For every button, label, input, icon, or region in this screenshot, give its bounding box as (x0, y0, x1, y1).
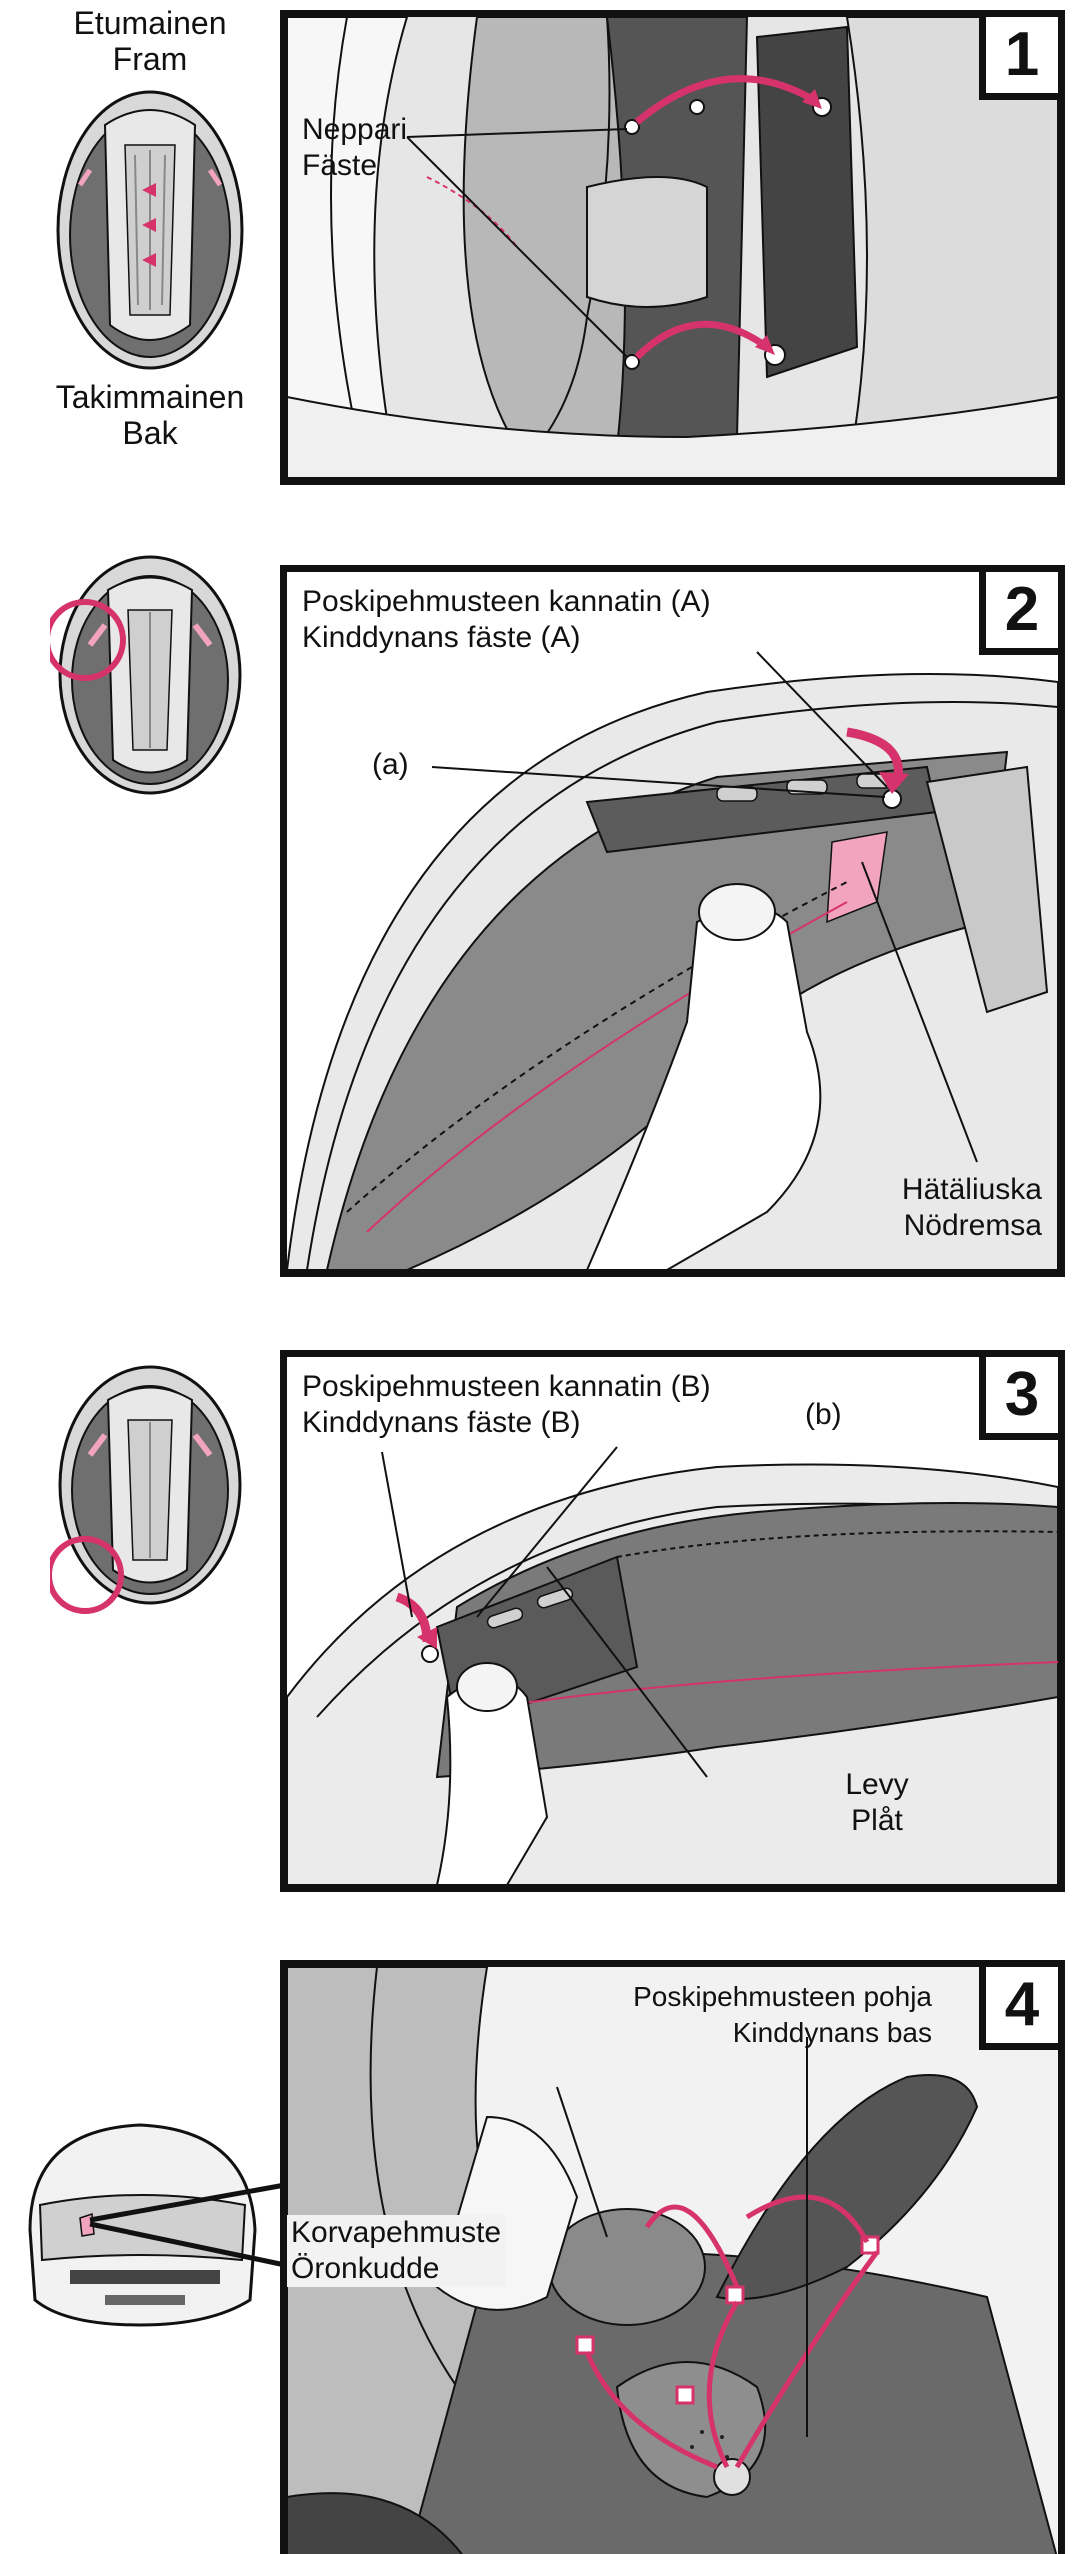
step-1-snap-label: Neppari Fäste (302, 112, 407, 184)
step-2-panel: Poskipehmusteen kannatin (A) Kinddynans … (280, 565, 1065, 1277)
step-2-holder-label-fi: Poskipehmusteen kannatin (A) (302, 584, 711, 620)
step-3-point-label: (b) (805, 1397, 842, 1433)
step-2-point-label: (a) (372, 747, 409, 783)
front-label-fi: Etumainen (30, 6, 270, 42)
step-2-number: 2 (979, 565, 1065, 655)
step-1-illustration (287, 17, 1058, 478)
step-1-snap-label-fi: Neppari (302, 112, 407, 148)
step-2-tab-label-fi: Hätäliuska (847, 1172, 1042, 1208)
step-2-illustration (287, 572, 1058, 1270)
front-label: Etumainen Fram (30, 6, 270, 78)
step-3-number: 3 (979, 1350, 1065, 1440)
step-3-holder-label-fi: Poskipehmusteen kannatin (B) (302, 1369, 711, 1405)
step-4-base-label: Poskipehmusteen pohja Kinddynans bas (487, 1979, 932, 2051)
step-4-ear-label-fi: Korvapehmuste (291, 2215, 501, 2251)
step-3-plate-label-fi: Levy (807, 1767, 947, 1803)
rear-label-fi: Takimmainen (30, 380, 270, 416)
step-3-holder-label-sv: Kinddynans fäste (B) (302, 1405, 711, 1441)
step-1-panel: Neppari Fäste 1 (280, 10, 1065, 485)
panel4-callout-lines (80, 2180, 300, 2270)
step-1-number: 1 (979, 10, 1065, 100)
step-2-holder-label: Poskipehmusteen kannatin (A) Kinddynans … (302, 584, 711, 656)
helmet-interior-thumbnail-1 (50, 85, 250, 375)
step-3-plate-label: Levy Plåt (807, 1767, 947, 1839)
front-label-sv: Fram (30, 42, 270, 78)
step-4-number: 4 (979, 1960, 1065, 2050)
step-3-plate-label-sv: Plåt (807, 1803, 947, 1839)
step-2-tab-label-sv: Nödremsa (847, 1208, 1042, 1244)
step-4-base-label-sv: Kinddynans bas (487, 2015, 932, 2051)
step-3-holder-label: Poskipehmusteen kannatin (B) Kinddynans … (302, 1369, 711, 1441)
rear-label-sv: Bak (30, 416, 270, 452)
step-4-base-label-fi: Poskipehmusteen pohja (487, 1979, 932, 2015)
helmet-interior-thumbnail-2 (50, 550, 250, 800)
step-2-holder-label-sv: Kinddynans fäste (A) (302, 620, 711, 656)
step-1-snap-label-sv: Fäste (302, 148, 407, 184)
step-4-ear-label-sv: Öronkudde (291, 2251, 501, 2287)
step-4-panel: Poskipehmusteen pohja Kinddynans bas Kor… (280, 1960, 1065, 2554)
step-2-tab-label: Hätäliuska Nödremsa (847, 1172, 1042, 1244)
step-4-ear-label: Korvapehmuste Öronkudde (287, 2215, 505, 2287)
helmet-interior-thumbnail-3 (50, 1360, 250, 1620)
step-3-panel: Poskipehmusteen kannatin (B) Kinddynans … (280, 1350, 1065, 1892)
rear-label: Takimmainen Bak (30, 380, 270, 452)
